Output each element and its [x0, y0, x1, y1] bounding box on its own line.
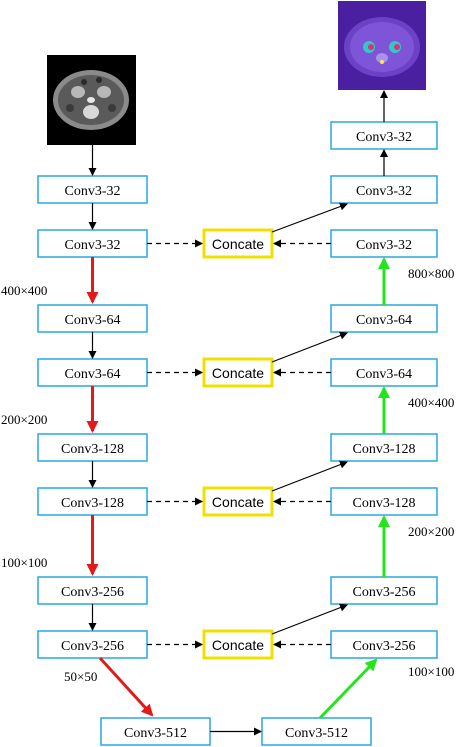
bottleneck-box-2: Conv3-512	[261, 717, 372, 746]
svg-text:Concate: Concate	[212, 365, 264, 381]
concat-box-1: Concate	[202, 228, 274, 259]
svg-text:Conv3-64: Conv3-64	[65, 367, 121, 382]
concat-box-2: Concate	[202, 357, 274, 388]
decoder-box-5: Conv3-64	[330, 358, 438, 387]
encoder-box-4: Conv3-64	[37, 358, 148, 387]
decoder-box-4: Conv3-64	[330, 304, 438, 333]
concat-column: Concate Concate Concate Concate	[202, 228, 274, 660]
decoder-box-1: Conv3-32	[330, 121, 438, 150]
encoder-box-6: Conv3-128	[37, 487, 148, 516]
upsample-arrow-1	[318, 658, 378, 720]
svg-text:Conv3-128: Conv3-128	[61, 442, 124, 457]
svg-text:Concate: Concate	[212, 637, 264, 653]
svg-text:Conv3-256: Conv3-256	[353, 639, 416, 654]
encoder-box-7: Conv3-256	[37, 576, 148, 605]
skip-connections	[147, 239, 331, 649]
downsample-arrows	[86, 257, 154, 717]
svg-text:Conv3-128: Conv3-128	[353, 442, 416, 457]
bottleneck-row: Conv3-512 Conv3-512	[100, 717, 372, 746]
svg-text:Conv3-256: Conv3-256	[61, 639, 124, 654]
upsample-size-labels: 800×800 400×400 200×200 100×100	[408, 266, 454, 679]
output-segmentation-image	[338, 1, 426, 90]
encoder-box-5: Conv3-128	[37, 433, 148, 462]
svg-text:Conv3-128: Conv3-128	[353, 496, 416, 511]
upsample-arrows	[318, 257, 390, 720]
input-ct-image	[47, 55, 136, 145]
svg-text:Conv3-32: Conv3-32	[65, 238, 121, 253]
svg-text:Conv3-32: Conv3-32	[65, 184, 121, 199]
decoder-box-3: Conv3-32	[330, 229, 438, 258]
concat-box-4: Concate	[202, 629, 274, 660]
svg-text:Conv3-32: Conv3-32	[356, 130, 412, 145]
svg-text:Conv3-256: Conv3-256	[61, 585, 124, 600]
size-label-100: 100×100	[1, 555, 47, 570]
arrow-c2-to-d4	[271, 331, 348, 363]
concat-box-3: Concate	[202, 486, 274, 517]
svg-text:Conv3-64: Conv3-64	[65, 313, 121, 328]
size-label-400-up: 400×400	[408, 395, 454, 410]
svg-text:Conv3-512: Conv3-512	[124, 726, 187, 741]
svg-text:Conv3-128: Conv3-128	[61, 496, 124, 511]
size-label-200: 200×200	[1, 412, 47, 427]
encoder-box-1: Conv3-32	[37, 175, 148, 204]
arrow-c1-to-d2	[271, 202, 348, 233]
decoder-box-7: Conv3-128	[330, 487, 438, 516]
size-label-100-up: 100×100	[408, 664, 454, 679]
svg-text:Conv3-512: Conv3-512	[285, 726, 348, 741]
svg-text:Conv3-32: Conv3-32	[356, 184, 412, 199]
encoder-box-8: Conv3-256	[37, 630, 148, 659]
svg-text:Concate: Concate	[212, 236, 264, 252]
svg-text:Concate: Concate	[212, 494, 264, 510]
svg-text:Conv3-256: Conv3-256	[353, 585, 416, 600]
size-label-50: 50×50	[64, 669, 97, 684]
size-label-400: 400×400	[1, 283, 47, 298]
size-label-800-up: 800×800	[408, 266, 454, 281]
decoder-arrows	[210, 90, 388, 736]
arrow-c3-to-d6	[271, 460, 348, 492]
decoder-box-9: Conv3-256	[330, 630, 438, 659]
decoder-box-6: Conv3-128	[330, 433, 438, 462]
decoder-box-8: Conv3-256	[330, 576, 438, 605]
bottleneck-box-1: Conv3-512	[100, 717, 211, 746]
svg-text:Conv3-64: Conv3-64	[356, 367, 412, 382]
encoder-box-3: Conv3-64	[37, 304, 148, 333]
size-label-200-up: 200×200	[408, 524, 454, 539]
downsample-size-labels: 400×400 200×200 100×100 50×50	[1, 283, 97, 684]
arrow-c4-to-d8	[271, 603, 348, 635]
decoder-box-2: Conv3-32	[330, 175, 438, 204]
svg-text:Conv3-32: Conv3-32	[356, 238, 412, 253]
svg-text:Conv3-64: Conv3-64	[356, 313, 412, 328]
downsample-arrow-4	[98, 656, 154, 717]
encoder-column: Conv3-32 Conv3-32 Conv3-64 Conv3-64 Conv…	[37, 175, 148, 659]
encoder-box-2: Conv3-32	[37, 229, 148, 258]
